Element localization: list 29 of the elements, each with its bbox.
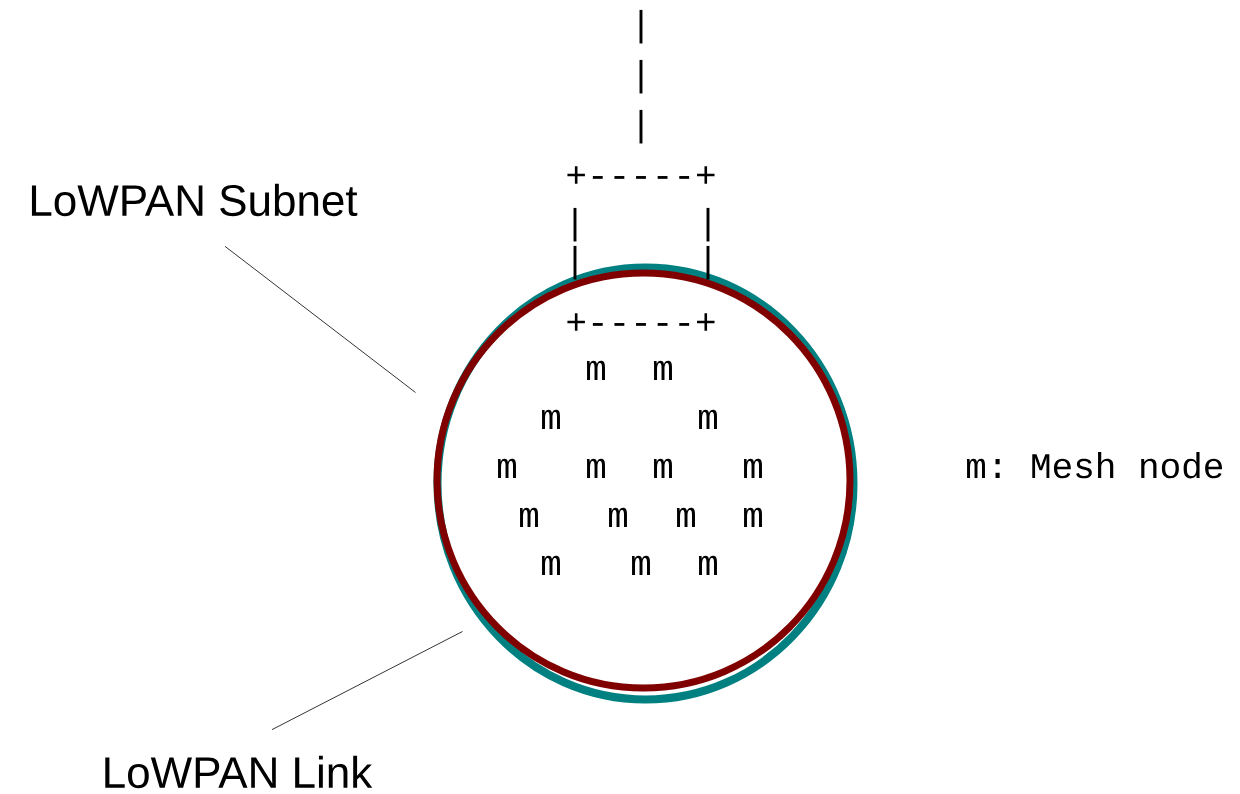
mesh-node-label: m [653, 360, 672, 380]
ascii-line: | [706, 207, 710, 242]
mesh-node-label: m [586, 360, 605, 380]
mesh-node-label: m [631, 555, 650, 575]
ascii-line: | [639, 59, 643, 94]
mesh-node-label: m [608, 507, 627, 527]
leader-line [271, 631, 463, 731]
mesh-node-label: m [743, 458, 762, 478]
ascii-line: +-----+ [567, 166, 715, 184]
legend-note: m: Mesh node [966, 451, 1223, 479]
ascii-line: +-----+ [567, 313, 715, 331]
ascii-line: | [639, 9, 643, 44]
mesh-node-label: m [698, 555, 717, 575]
mesh-node-label: m [676, 507, 695, 527]
mesh-node-label: m [541, 409, 560, 429]
mesh-node-label: m [541, 555, 560, 575]
mesh-node-label: m [519, 507, 538, 527]
ascii-line: | [573, 245, 577, 280]
ascii-line: | [573, 207, 577, 242]
mesh-node-label: m [743, 507, 762, 527]
callout-label: LoWPAN Link [105, 755, 373, 789]
ascii-line: | [639, 109, 643, 144]
ascii-line: | [706, 245, 710, 280]
mesh-node-label: m [497, 458, 516, 478]
mesh-node-label: m [698, 409, 717, 429]
leader-line [224, 245, 416, 393]
mesh-node-label: m [653, 458, 672, 478]
callout-label: LoWPAN Subnet [31, 183, 358, 217]
mesh-node-label: m [586, 458, 605, 478]
